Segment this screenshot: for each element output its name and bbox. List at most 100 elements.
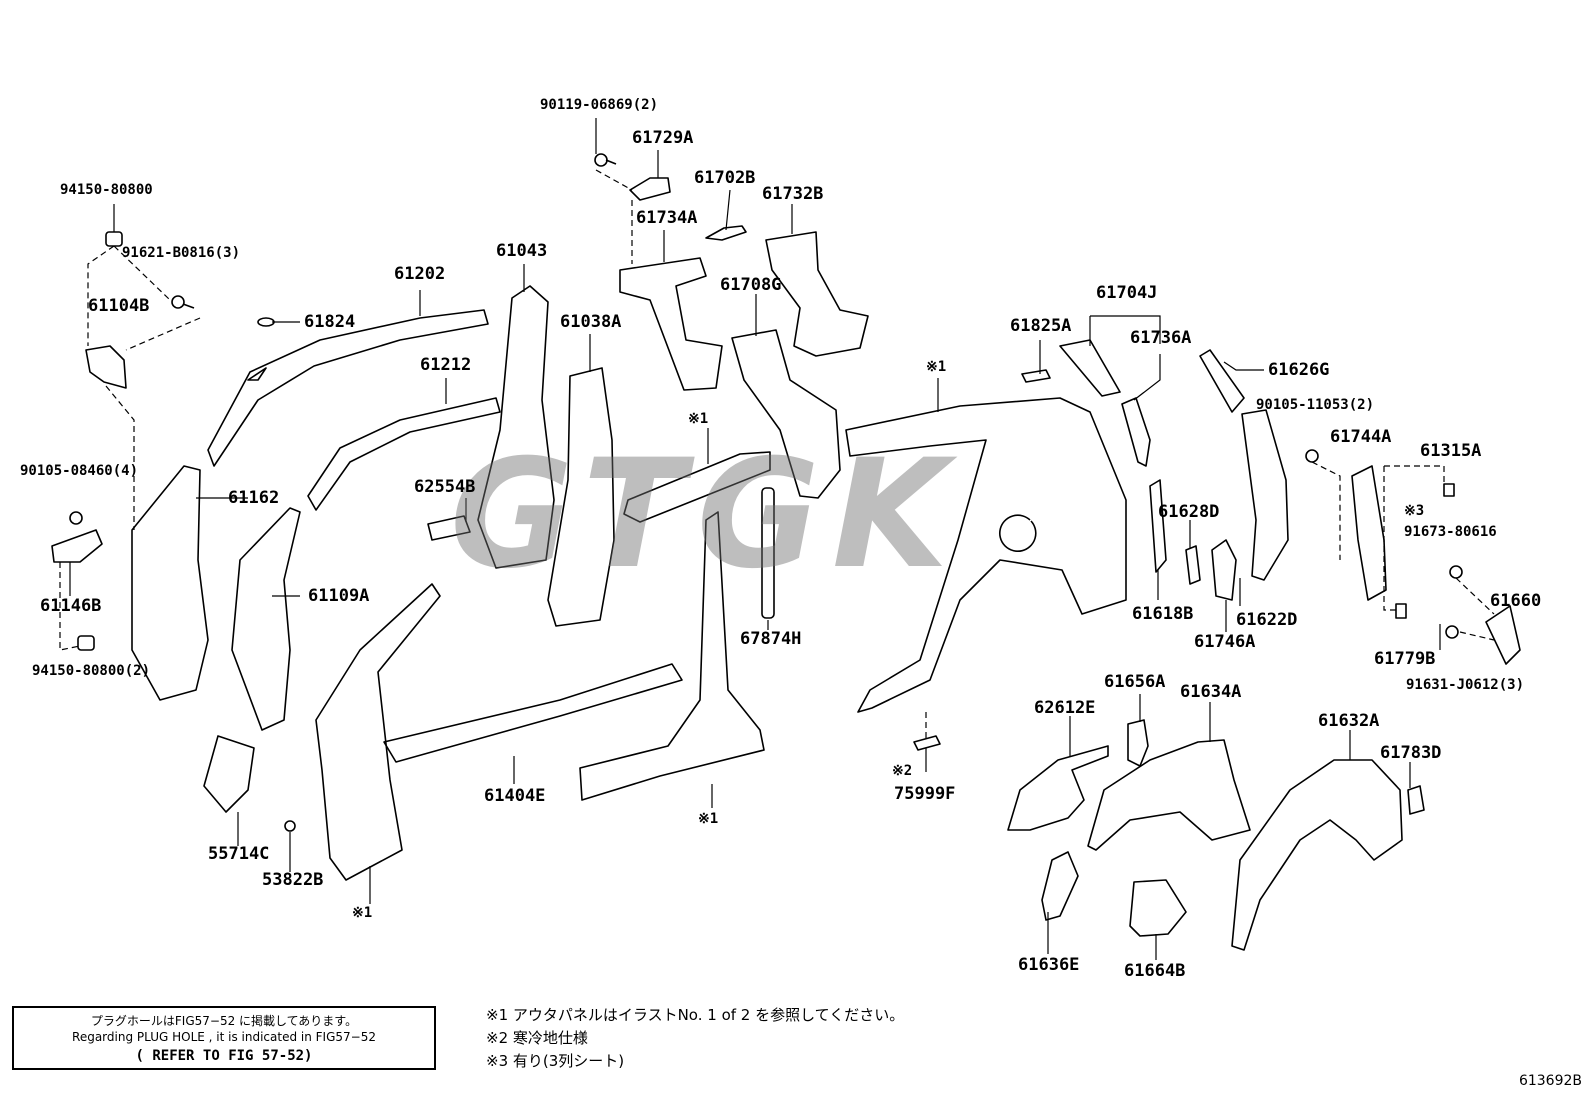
label-75999F[interactable]: 75999F — [894, 784, 956, 804]
part-62554B — [427, 515, 471, 541]
footnote-1: ※1 アウタパネルはイラストNo. 1 of 2 を参照してください。 — [486, 1006, 905, 1024]
part-62612E — [1007, 745, 1109, 831]
part-61824 — [257, 317, 275, 327]
part-61162 — [131, 465, 209, 701]
label-61702B[interactable]: 61702B — [694, 168, 756, 188]
label-61634A[interactable]: 61634A — [1180, 682, 1242, 702]
label-61038A[interactable]: 61038A — [560, 312, 622, 332]
part-front-pillar-outer — [315, 583, 441, 881]
label-61202[interactable]: 61202 — [394, 264, 446, 284]
label-61104B[interactable]: 61104B — [88, 296, 150, 316]
part-61104B — [85, 345, 127, 389]
label-61622D[interactable]: 61622D — [1236, 610, 1298, 630]
part-61146B — [51, 529, 103, 563]
label-53822B[interactable]: 53822B — [262, 870, 324, 890]
label-67874H[interactable]: 67874H — [740, 629, 802, 649]
bolt-91621 — [171, 295, 195, 309]
part-61636E — [1041, 851, 1079, 921]
part-61708G — [731, 329, 841, 499]
label-61704J[interactable]: 61704J — [1096, 283, 1158, 303]
label-61746A[interactable]: 61746A — [1194, 632, 1256, 652]
label-61212[interactable]: 61212 — [420, 355, 472, 375]
label-note3: ※3 — [1404, 503, 1425, 519]
label-note1-rocker: ※1 — [698, 811, 719, 827]
label-61315A[interactable]: 61315A — [1420, 441, 1482, 461]
part-61109A — [231, 507, 301, 731]
part-61729A — [629, 177, 671, 201]
label-61404E[interactable]: 61404E — [484, 786, 546, 806]
part-61628D — [1185, 545, 1201, 585]
figure-id: 613692B — [1518, 1073, 1582, 1089]
label-61779B[interactable]: 61779B — [1374, 649, 1436, 669]
part-61746A — [1211, 539, 1237, 601]
part-61038A — [547, 367, 615, 627]
label-94150-80800[interactable]: 94150-80800 — [60, 182, 153, 198]
part-61202 — [207, 309, 489, 467]
bolt-90105-08460 — [69, 511, 83, 525]
note-box-japanese: プラグホールはFIG57−52 に掲載してあります。 — [90, 1014, 358, 1028]
label-61626G[interactable]: 61626G — [1268, 360, 1330, 380]
label-61824[interactable]: 61824 — [304, 312, 356, 332]
part-61783D — [1407, 785, 1425, 815]
part-61404E — [383, 663, 683, 763]
bolt-91631 — [1445, 625, 1459, 639]
label-61043[interactable]: 61043 — [496, 241, 548, 261]
label-62612E[interactable]: 62612E — [1034, 698, 1096, 718]
part-55714C — [203, 735, 255, 813]
part-61618B — [1149, 479, 1167, 573]
label-61628D[interactable]: 61628D — [1158, 502, 1220, 522]
nut-94150-top — [105, 231, 123, 247]
label-61825A[interactable]: 61825A — [1010, 316, 1072, 336]
part-61734A — [619, 257, 723, 391]
part-roof-side — [623, 451, 771, 523]
label-61708G[interactable]: 61708G — [720, 275, 782, 295]
label-61656A[interactable]: 61656A — [1104, 672, 1166, 692]
part-61732B — [765, 231, 869, 357]
label-61146B[interactable]: 61146B — [40, 596, 102, 616]
part-67874H — [761, 487, 775, 619]
part-61212 — [307, 397, 501, 511]
part-61779B — [1395, 603, 1407, 619]
label-55714C[interactable]: 55714C — [208, 844, 270, 864]
label-61660[interactable]: 61660 — [1490, 591, 1542, 611]
label-61732B[interactable]: 61732B — [762, 184, 824, 204]
plug-hole-note-box: プラグホールはFIG57−52 に掲載してあります。 Regarding PLU… — [12, 1006, 436, 1070]
label-90105-11053[interactable]: 90105-11053(2) — [1256, 397, 1375, 413]
note-box-refer-link[interactable]: ( REFER TO FIG 57-52) — [135, 1048, 313, 1064]
leader-lines — [69, 118, 1441, 960]
bolt-90119 — [594, 153, 617, 167]
part-61702B — [705, 225, 747, 241]
label-94150-80800-2[interactable]: 94150-80800(2) — [32, 663, 151, 679]
watermark: GTGK — [450, 428, 961, 602]
label-61734A[interactable]: 61734A — [636, 208, 698, 228]
part-53822B — [284, 820, 296, 832]
label-61162[interactable]: 61162 — [228, 488, 280, 508]
label-note1-pillar: ※1 — [352, 905, 373, 921]
bolt-91673 — [1449, 565, 1463, 579]
part-61825A — [1021, 369, 1051, 383]
label-61736A[interactable]: 61736A — [1130, 328, 1192, 348]
label-61632A[interactable]: 61632A — [1318, 711, 1380, 731]
label-91621-B0816[interactable]: 91621-B0816(3) — [122, 245, 241, 261]
footnote-2: ※2 寒冷地仕様 — [486, 1029, 588, 1047]
label-90105-08460[interactable]: 90105-08460(4) — [20, 463, 139, 479]
label-note1-roof: ※1 — [688, 411, 709, 427]
label-61729A[interactable]: 61729A — [632, 128, 694, 148]
bolt-90105-11053 — [1305, 449, 1319, 463]
label-91631-J0612[interactable]: 91631-J0612(3) — [1406, 677, 1525, 693]
label-61618B[interactable]: 61618B — [1132, 604, 1194, 624]
label-62554B[interactable]: 62554B — [414, 477, 476, 497]
part-61656A — [1127, 719, 1149, 767]
label-61783D[interactable]: 61783D — [1380, 743, 1442, 763]
label-90119-06869[interactable]: 90119-06869(2) — [540, 97, 659, 113]
note-box-english: Regarding PLUG HOLE , it is indicated in… — [72, 1030, 376, 1044]
part-61664B — [1129, 879, 1187, 937]
label-91673-80616[interactable]: 91673-80616 — [1404, 524, 1497, 540]
part-61622D — [1241, 409, 1289, 581]
label-61744A[interactable]: 61744A — [1330, 427, 1392, 447]
part-61704J — [1059, 339, 1121, 397]
label-61636E[interactable]: 61636E — [1018, 955, 1080, 975]
label-61109A[interactable]: 61109A — [308, 586, 370, 606]
label-61664B[interactable]: 61664B — [1124, 961, 1186, 981]
